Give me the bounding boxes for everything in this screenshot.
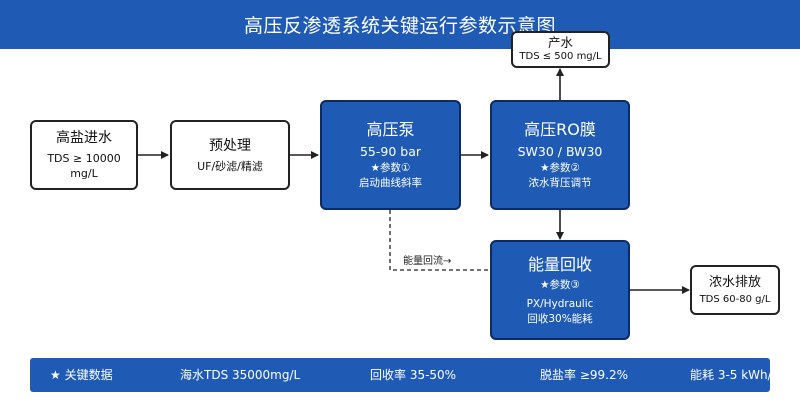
- node-energy-recovery: 能量回收 ★参数③ PX/Hydraulic 回收30%能耗: [490, 240, 630, 340]
- pump-pressure: 55-90 bar: [359, 144, 422, 159]
- ro-membrane-label: 高压RO膜: [524, 120, 596, 139]
- energy-device-types: PX/Hydraulic: [526, 297, 594, 310]
- brine-discharge-tds: TDS 60-80 g/L: [699, 293, 771, 305]
- ro-param-tag: ★参数②: [540, 162, 580, 174]
- feed-water-tds: TDS ≥ 10000 mg/L: [47, 152, 121, 180]
- diagram-title: 高压反渗透系统关键运行参数示意图: [243, 15, 556, 37]
- pretreatment-label: 预处理: [209, 137, 251, 154]
- ro-note: 浓水背压调节: [528, 177, 592, 189]
- node-brine-discharge: 浓水排放 TDS 60-80 g/L: [690, 265, 780, 315]
- node-feed-water: 高盐进水 TDS ≥ 10000 mg/L: [30, 120, 138, 190]
- key-data-title: ★ 关键数据: [50, 368, 113, 382]
- ro-membrane-models: SW30 / BW30: [517, 144, 603, 159]
- key-data-recovery-rate: 回收率 35-50%: [370, 368, 457, 382]
- energy-note: 回收30%能耗: [527, 312, 593, 325]
- node-ro-membrane: 高压RO膜 SW30 / BW30 ★参数② 浓水背压调节: [490, 100, 630, 210]
- energy-return-dashed-line: [389, 210, 489, 271]
- node-product-water: 产水 TDS ≤ 500 mg/L: [511, 31, 610, 68]
- key-data-salt-rejection: 脱盐率 ≥99.2%: [540, 368, 628, 382]
- key-data-seawater-tds: 海水TDS 35000mg/L: [180, 368, 301, 382]
- key-data-energy-use: 能耗 3-5 kWh/m³: [690, 368, 770, 382]
- node-pretreatment: 预处理 UF/砂滤/精滤: [170, 120, 290, 190]
- energy-return-label: 能量回流→: [403, 256, 452, 267]
- energy-param-tag: ★参数③: [540, 278, 580, 291]
- product-water-label: 产水: [547, 35, 573, 50]
- pump-label: 高压泵: [366, 120, 415, 139]
- brine-discharge-label: 浓水排放: [708, 274, 761, 290]
- pump-note: 启动曲线斜率: [359, 177, 422, 189]
- pretreatment-methods: UF/砂滤/精滤: [197, 159, 263, 173]
- pump-param-tag: ★参数①: [370, 162, 411, 174]
- feed-water-label: 高盐进水: [56, 130, 112, 146]
- node-high-pressure-pump: 高压泵 55-90 bar ★参数① 启动曲线斜率: [320, 100, 461, 210]
- energy-recovery-label: 能量回收: [527, 254, 592, 274]
- key-data-bar: ★ 关键数据 海水TDS 35000mg/L 回收率 35-50% 脱盐率 ≥9…: [30, 358, 770, 392]
- title-banner: 高压反渗透系统关键运行参数示意图: [0, 0, 800, 49]
- product-water-tds: TDS ≤ 500 mg/L: [519, 51, 602, 62]
